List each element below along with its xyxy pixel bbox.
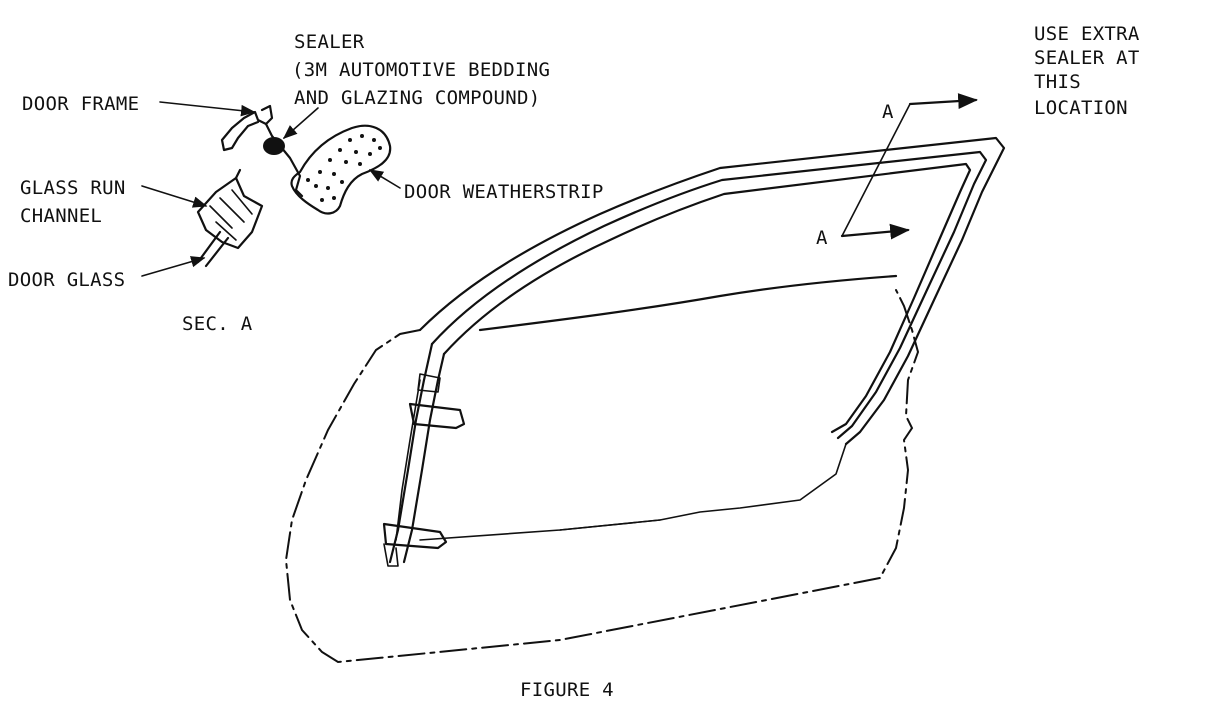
glass-beltline (478, 274, 898, 332)
section-a-detail (141, 101, 401, 277)
glass-run-label-2: CHANNEL (20, 205, 102, 227)
weatherstrip-shape (290, 124, 392, 215)
extra-sealer-label-2: SEALER AT (1034, 47, 1140, 69)
glass-run-channel (196, 176, 264, 250)
door-panel-line (559, 519, 661, 531)
door-weatherstrip-label: DOOR WEATHERSTRIP (404, 181, 604, 203)
weatherstrip-speckles (306, 134, 382, 202)
sealer-blob (263, 137, 285, 155)
door-post-2 (402, 352, 446, 564)
weatherstrip-leader (368, 169, 401, 189)
door-frame-label: DOOR FRAME (22, 93, 139, 115)
section-arrow-icon-top (908, 93, 978, 109)
extra-sealer-label-1: USE EXTRA (1034, 23, 1140, 45)
glass-lower-edge (419, 443, 847, 541)
door-glass-edge (196, 230, 230, 268)
section-cut: A A (816, 93, 978, 249)
window-frame-inner (442, 162, 972, 434)
door-outline (284, 289, 920, 664)
sealer-label-3: AND GLAZING COMPOUND) (294, 87, 541, 109)
sealer-label-2: (3M AUTOMOTIVE BEDDING (292, 59, 550, 81)
section-label: SEC. A (182, 313, 253, 335)
lower-bracket (382, 522, 448, 550)
figure-caption: FIGURE 4 (520, 679, 614, 701)
sealer-label-1: SEALER (294, 31, 365, 53)
glass-run-leader (141, 185, 208, 208)
window-frame-mid (430, 150, 988, 440)
section-arrow-icon-bottom (840, 223, 910, 240)
section-mark-top: A (882, 101, 894, 123)
glass-run-label-1: GLASS RUN (20, 177, 126, 199)
door-glass-label: DOOR GLASS (8, 269, 125, 291)
window-frame-outer (418, 136, 1006, 446)
section-mark-bottom: A (816, 227, 828, 249)
door-frame-leader (159, 101, 256, 117)
upper-bracket (408, 402, 466, 430)
sealer-leader (282, 107, 319, 139)
door-glass-leader (141, 256, 206, 277)
door-frame-inner (264, 122, 304, 198)
section-cut-line (841, 103, 911, 237)
door-assembly (284, 136, 1006, 664)
door-frame-profile (220, 104, 274, 152)
extra-sealer-label-3: THIS (1034, 71, 1081, 93)
extra-sealer-label-4: LOCATION (1034, 97, 1128, 119)
